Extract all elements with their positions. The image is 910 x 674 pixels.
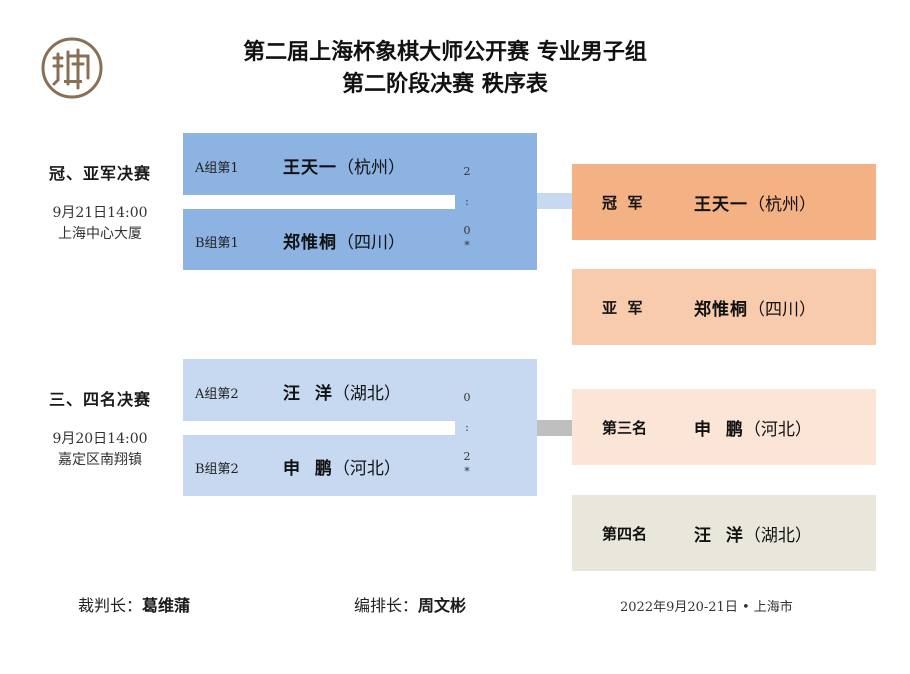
seed-label: B组第2 <box>195 462 239 477</box>
final-match-box: A组第1 王天一（杭州） B组第1 郑惟桐（四川） 2 : 0 * <box>183 133 537 270</box>
third-time: 9月20日14:00 <box>52 431 148 447</box>
rank-label: 亚 军 <box>602 299 643 317</box>
player-name-text: 申 鹏 <box>283 459 333 479</box>
result-fourth: 第四名 汪 洋（湖北） <box>572 495 876 571</box>
player-name: 郑惟桐（四川） <box>283 228 405 253</box>
page-title: 第二届上海杯象棋大师公开赛 专业男子组 <box>243 40 647 65</box>
final-venue: 上海中心大厦 <box>58 226 142 242</box>
player-name: 申 鹏（河北） <box>283 454 401 479</box>
logo <box>40 36 104 100</box>
connector-line <box>537 193 573 209</box>
scheduler: 编排长：周文彬 <box>354 592 466 616</box>
score-bottom: 0 <box>463 224 471 237</box>
score-top: 2 <box>463 165 471 178</box>
player-name-text: 汪 洋 <box>283 384 333 404</box>
winner-name: 汪 洋（湖北） <box>694 521 812 546</box>
winner-name-text: 申 鹏 <box>694 420 744 440</box>
player-city: （四川） <box>337 233 405 253</box>
winner-name: 申 鹏（河北） <box>694 415 812 440</box>
winner-name-text: 郑惟桐 <box>694 300 748 320</box>
rank-label: 第三名 <box>602 419 648 437</box>
seed-label: A组第1 <box>195 161 239 176</box>
final-time: 9月21日14:00 <box>52 205 148 221</box>
score-mark: * <box>464 465 470 478</box>
player-name: 汪 洋（湖北） <box>283 379 401 404</box>
shuai-logo-icon <box>41 37 103 99</box>
result-runner-up: 亚 军 郑惟桐（四川） <box>572 269 876 345</box>
winner-city: （杭州） <box>748 195 816 215</box>
player-name-text: 王天一 <box>283 158 337 178</box>
page-subtitle: 第二阶段决赛 秩序表 <box>342 72 548 97</box>
third-match-box: A组第2 汪 洋（湖北） B组第2 申 鹏（河北） 0 : 2 * <box>183 359 537 496</box>
winner-name-text: 汪 洋 <box>694 526 744 546</box>
scheduler-name: 周文彬 <box>418 596 467 615</box>
third-stage-label: 三、四名决赛 <box>48 390 151 409</box>
score-colon: : <box>465 195 469 208</box>
winner-name: 郑惟桐（四川） <box>694 295 816 320</box>
referee: 裁判长：葛维蒲 <box>78 592 190 616</box>
winner-city: （四川） <box>748 300 816 320</box>
seed-label: A组第2 <box>195 387 239 402</box>
winner-name: 王天一（杭州） <box>694 190 816 215</box>
rank-label: 第四名 <box>602 525 648 543</box>
seed-label: B组第1 <box>195 236 239 251</box>
player-city: （杭州） <box>337 158 405 178</box>
rank-label: 冠 军 <box>602 194 643 212</box>
score-mark: * <box>464 239 470 252</box>
final-stage-label: 冠、亚军决赛 <box>48 164 151 183</box>
player-city: （湖北） <box>332 384 401 404</box>
player-name-text: 郑惟桐 <box>283 233 337 253</box>
player-name: 王天一（杭州） <box>283 153 405 178</box>
score-colon: : <box>465 421 469 434</box>
result-third: 第三名 申 鹏（河北） <box>572 389 876 465</box>
date-location: 2022年9月20-21日 • 上海市 <box>620 600 793 615</box>
referee-label: 裁判长： <box>78 596 143 615</box>
winner-city: （河北） <box>743 420 812 440</box>
divider <box>183 195 455 209</box>
scheduler-label: 编排长： <box>354 596 419 615</box>
third-venue: 嘉定区南翔镇 <box>58 452 142 468</box>
player-city: （河北） <box>332 459 401 479</box>
divider <box>183 421 455 435</box>
connector-line <box>537 420 573 436</box>
result-champion: 冠 军 王天一（杭州） <box>572 164 876 240</box>
referee-name: 葛维蒲 <box>142 596 191 615</box>
score-bottom: 2 <box>463 450 471 463</box>
winner-city: （湖北） <box>743 526 812 546</box>
score-top: 0 <box>463 391 471 404</box>
winner-name-text: 王天一 <box>694 195 748 215</box>
